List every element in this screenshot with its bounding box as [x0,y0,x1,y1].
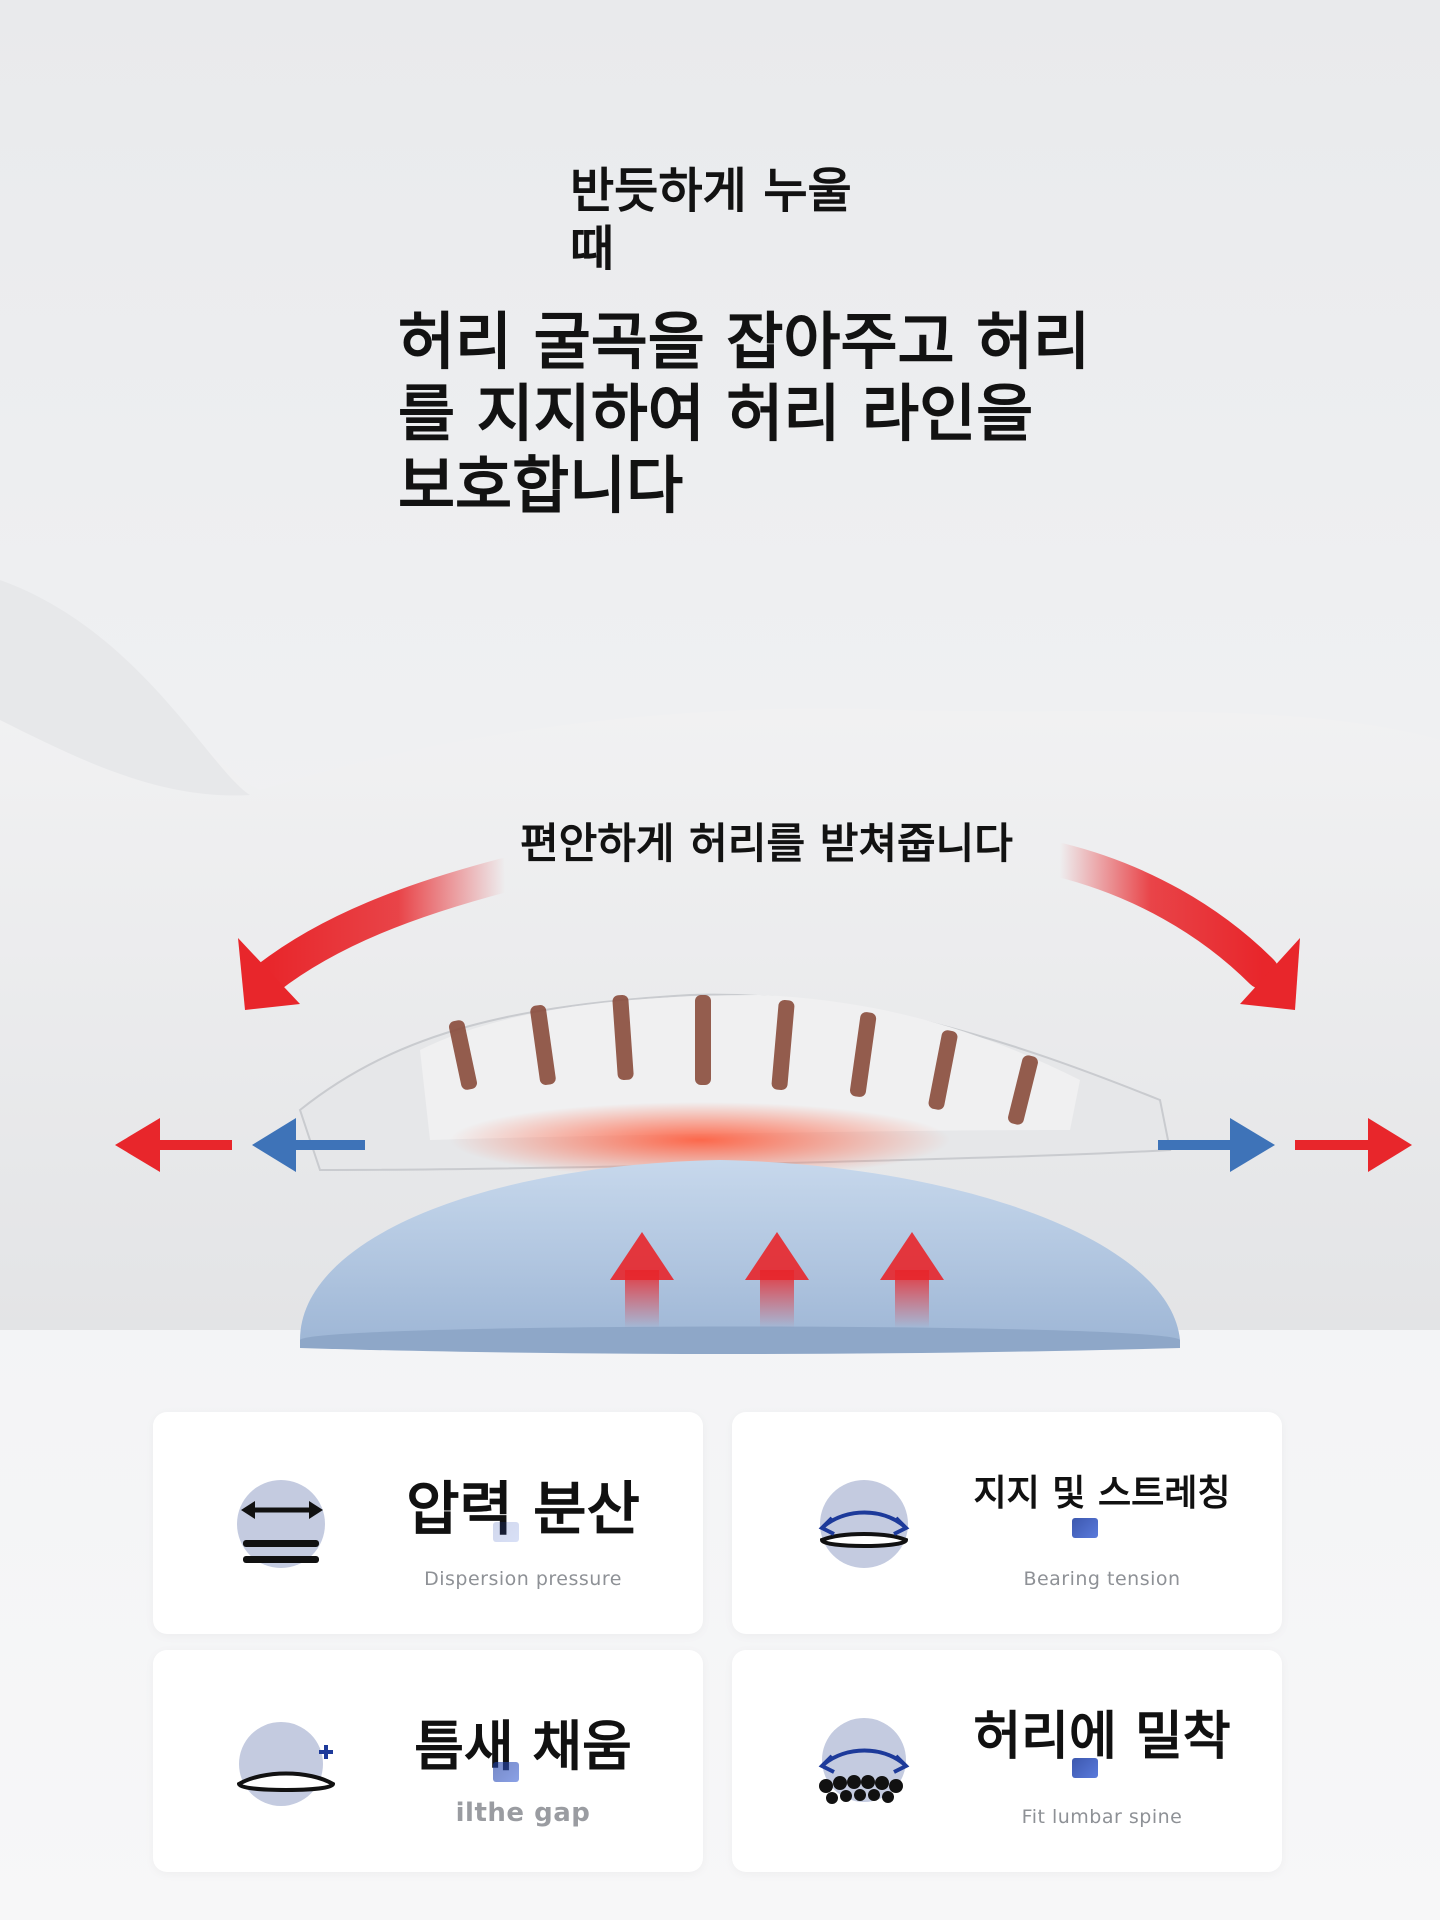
arm-silhouette [0,580,250,796]
gap-fill-icon [236,1722,336,1806]
main-heading-line1: 허리 굴곡을 잡아주고 허리 [398,305,1091,378]
fabric-swatch-icon [1072,1518,1098,1538]
fabric-swatch-icon [493,1762,519,1782]
lumbar-fit-icon [818,1718,910,1804]
curve-arrow-right-head [1240,938,1300,1010]
feature-subtitle: Fit lumbar spine [1021,1806,1183,1828]
pressure-dispersion-icon [237,1480,325,1568]
feature-subtitle: Bearing tension [1023,1568,1181,1590]
curve-arrow-left [251,858,522,995]
lumbar-cushion [300,1160,1180,1340]
posture-heading-line1: 반듯하게 누울 [570,163,852,219]
curve-arrow-left-head [238,938,300,1010]
feature-card-gap: 틈새 채움 ilthe gap [153,1650,703,1872]
support-label: 편안하게 허리를 받쳐줍니다 [520,819,1013,868]
feature-card-stretch: 지지 및 스트레칭 Bearing tension [732,1412,1282,1634]
main-heading: 허리 굴곡을 잡아주고 허리 를 지지하여 허리 라인을 보호합니다 [398,306,1098,522]
fabric-swatch-icon [1072,1758,1098,1778]
feature-subtitle: ilthe gap [455,1798,591,1828]
fabric-swatch-icon [493,1522,519,1542]
support-stretch-icon [818,1480,910,1568]
feature-card-pressure: 압력 분산 Dispersion pressure [153,1412,703,1634]
side-arrows [115,1118,1412,1172]
posture-heading: 반듯하게 누울 때 [570,162,890,278]
feature-card-lumbar-fit: 허리에 밀착 Fit lumbar spine [732,1650,1282,1872]
feature-title: 허리에 밀착 [973,1707,1231,1767]
posture-heading-line2: 때 [570,221,615,277]
lumbar-support-illustration [0,580,1440,1354]
feature-title: 틈새 채움 [414,1715,632,1778]
up-arrows [610,1232,944,1328]
main-heading-line2: 를 지지하여 허리 라인을 [398,377,1034,450]
main-heading-line3: 보호합니다 [398,449,684,522]
spine [298,993,1172,1178]
feature-subtitle: Dispersion pressure [424,1568,622,1590]
feature-title: 지지 및 스트레칭 [973,1473,1231,1514]
curve-arrow-right [1043,843,1279,989]
feature-title: 압력 분산 [406,1475,640,1543]
